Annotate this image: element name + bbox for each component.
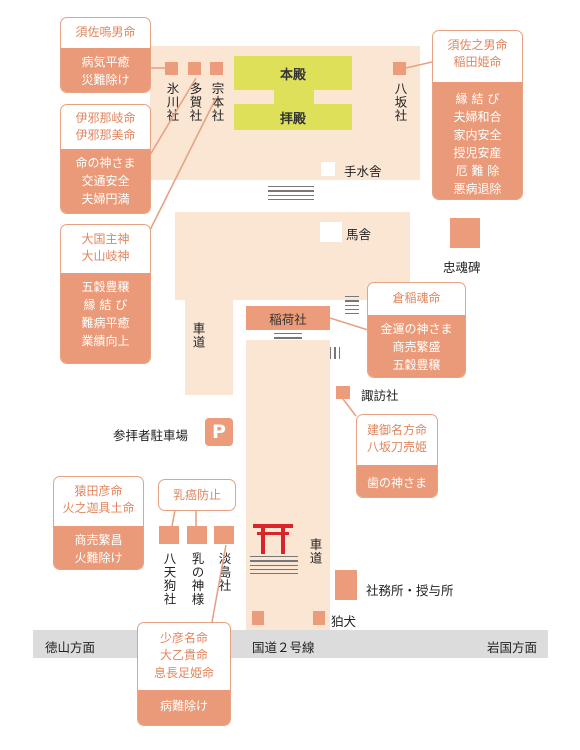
card-body: 歯の神さま (357, 464, 437, 497)
awashima-marker[interactable] (214, 526, 234, 544)
parking-icon[interactable]: P (205, 418, 233, 446)
approach-path (246, 340, 330, 630)
komainu-label: 狛犬 (331, 614, 357, 629)
hall-connector (274, 90, 314, 104)
card-sarutahiko: 猿田彦命 火之迦具土命 商売繁昌 火難除け (53, 476, 144, 570)
card-body: 金運の神さま 商売繁盛 五穀豊穣 (368, 315, 465, 377)
main-hall: 本殿 (234, 56, 352, 90)
komainu-marker-left[interactable] (252, 611, 264, 625)
card-body: 病気平癒 災難除け (61, 48, 150, 92)
card-takemina: 建御名方命 八坂刀売姫 歯の神さま (356, 414, 438, 498)
stairs-icon (268, 186, 314, 203)
card-body: 五穀豊穣 縁 結 び 難病平癒 業績向上 (61, 272, 150, 363)
inari-shrine[interactable]: 稲荷社 (246, 306, 330, 330)
card-uka: 倉稲魂命 金運の神さま 商売繁盛 五穀豊穣 (367, 282, 466, 378)
card-susanoo: 須佐嗚男命 病気平癒 災難除け (60, 17, 151, 93)
card-title: 猿田彦命 火之迦具土命 (62, 484, 135, 516)
chukonhi-marker[interactable] (450, 218, 480, 248)
card-body: 縁 結 び 夫婦和合 家内安全 授児安産 厄 難 除 悪病退除 (433, 81, 522, 199)
card-body: 病難除け (138, 690, 230, 725)
taga-marker[interactable] (188, 62, 201, 75)
worship-hall: 拝殿 (234, 104, 352, 130)
temizuya-label: 手水舎 (344, 164, 382, 179)
road-right-direction: 岩国方面 (487, 640, 538, 655)
chinokami-label: 乳の神様 (189, 552, 205, 606)
parking-icon-letter: P (212, 421, 226, 443)
chinokami-marker[interactable] (187, 526, 207, 544)
stairs-icon (274, 333, 302, 342)
hachiten-label: 八天狗社 (161, 552, 177, 606)
card-title: 倉稲魂命 (392, 291, 441, 305)
left-path (185, 295, 233, 395)
card-title: 須佐之男命 稲田姫命 (447, 38, 508, 70)
temizuya-marker[interactable] (321, 162, 335, 176)
card-body: 商売繁昌 火難除け (54, 525, 143, 569)
awashima-label: 淡島社 (216, 552, 232, 593)
road-name: 国道２号線 (252, 640, 315, 655)
komainu-marker-right[interactable] (313, 611, 325, 625)
stairs-icon (345, 296, 359, 317)
umaya-label: 馬舎 (346, 227, 372, 242)
umaya-marker[interactable] (320, 222, 342, 242)
card-body: 命の神さま 交通安全 夫婦円満 (61, 148, 150, 213)
road-right-label: 車道 (307, 538, 323, 565)
hachiten-marker[interactable] (159, 526, 179, 544)
chukonhi-label: 忠魂碑 (443, 260, 481, 275)
card-title: 乳癌防止 (172, 488, 221, 502)
stairs-icon (250, 556, 298, 577)
card-title: 大国主神 大山岐神 (81, 232, 130, 264)
card-title: 少彦名命 大乙貴命 息長足姫命 (153, 631, 214, 680)
card-sukuna: 少彦名命 大乙貴命 息長足姫命 病難除け (137, 622, 231, 726)
card-nyugan: 乳癌防止 (158, 479, 236, 511)
hikawa-marker[interactable] (165, 62, 178, 75)
road-left-direction: 徳山方面 (45, 640, 96, 655)
card-okuninushi: 大国主神 大山岐神 五穀豊穣 縁 結 び 難病平癒 業績向上 (60, 224, 151, 364)
stairs-icon (330, 347, 343, 359)
road-left-label: 車道 (190, 322, 206, 349)
torii-icon (253, 524, 293, 554)
parking-label: 参拝者駐車場 (113, 428, 189, 443)
national-road (33, 630, 548, 658)
munakata-label: 宗本社 (209, 82, 225, 123)
munakata-marker[interactable] (210, 62, 223, 75)
taga-label: 多賀社 (187, 82, 203, 123)
yasaka-marker[interactable] (393, 62, 406, 75)
yasaka-label: 八坂社 (392, 82, 408, 123)
card-susanoo-inada: 須佐之男命 稲田姫命 縁 結 び 夫婦和合 家内安全 授児安産 厄 難 除 悪病… (432, 30, 523, 200)
card-title: 須佐嗚男命 (75, 25, 136, 39)
shamusho-label: 社務所・授与所 (366, 583, 454, 598)
inari-label: 稲荷社 (269, 311, 307, 327)
card-izanagi: 伊邪那岐命 伊邪那美命 命の神さま 交通安全 夫婦円満 (60, 104, 151, 214)
card-title: 建御名方命 八坂刀売姫 (366, 423, 427, 455)
shamusho-marker[interactable] (335, 570, 357, 600)
suwa-label: 諏訪社 (361, 388, 399, 403)
suwa-marker[interactable] (336, 386, 350, 399)
card-title: 伊邪那岐命 伊邪那美命 (75, 111, 136, 143)
